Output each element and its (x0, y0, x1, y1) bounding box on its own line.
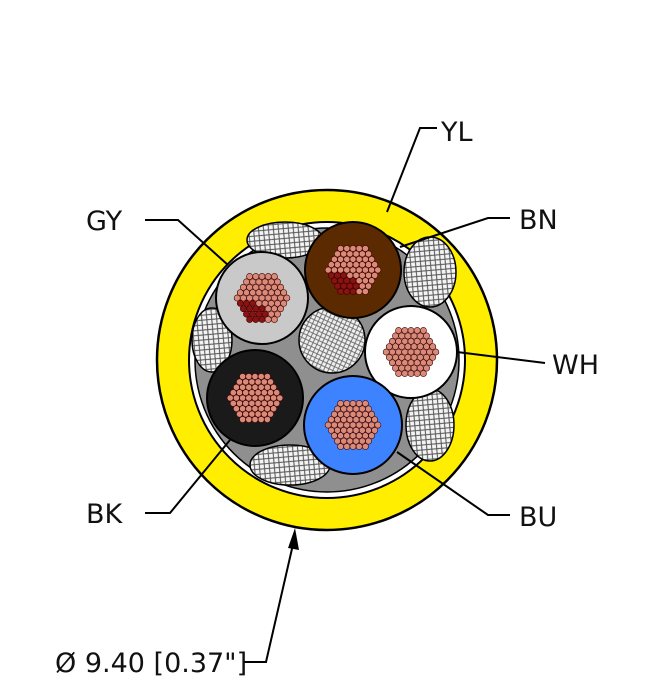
strand-wire (280, 299, 288, 307)
leader-bk (145, 439, 231, 514)
strand-wire (280, 289, 288, 296)
strand-wire (277, 283, 284, 291)
strand-wire (361, 288, 369, 295)
strand-wire (426, 337, 433, 345)
strand-wire (371, 271, 379, 279)
strand-wire (270, 383, 277, 391)
strand-wire (349, 443, 357, 450)
label-diameter: Ø 9.40 [0.37"] (55, 648, 247, 679)
filler-elements (191, 221, 457, 486)
label-bn: BN (519, 205, 558, 236)
strand-wire (361, 443, 369, 450)
strand-wire (274, 278, 281, 286)
strand-wire (251, 416, 259, 423)
strand-wire (426, 359, 433, 367)
strand-wire (263, 373, 271, 380)
strand-wire (371, 261, 379, 268)
leader-bn (399, 217, 510, 248)
strand-wire (368, 432, 375, 440)
strand-wire (371, 426, 379, 434)
strand-wire (264, 316, 272, 323)
strand-wire (343, 288, 351, 295)
leader-yl (386, 127, 437, 213)
strand-wire (419, 327, 427, 334)
strand-wire (270, 405, 277, 413)
strand-wire (371, 416, 379, 423)
strand-wire (423, 364, 430, 372)
strand-wire (432, 348, 440, 356)
strand-wire (368, 277, 375, 285)
conductor-strands (226, 245, 440, 450)
strand-wire (413, 370, 421, 377)
strand-wire (361, 400, 369, 407)
strand-wire (239, 416, 246, 423)
strand-wire (274, 310, 281, 318)
strand-wire (374, 421, 382, 429)
strand-wire (270, 273, 278, 280)
strand-wire (258, 316, 266, 323)
leader-diameter (243, 539, 295, 663)
label-yl: YL (440, 117, 473, 148)
strand-wire (246, 316, 253, 323)
strand-wire (245, 416, 253, 423)
strand-wire (252, 316, 260, 323)
strand-wire (407, 370, 415, 377)
strand-wire (368, 410, 375, 418)
strand-wire (355, 288, 363, 295)
strand-wire (423, 332, 430, 340)
leader-wh (456, 351, 546, 364)
strand-wire (349, 288, 357, 295)
strand-wire (273, 389, 281, 396)
label-bk: BK (86, 499, 124, 530)
strand-wire (368, 255, 375, 263)
strand-wire (343, 443, 351, 450)
strand-wire (355, 443, 363, 450)
strand-wire (267, 378, 274, 386)
label-wh: WH (552, 350, 599, 381)
strand-wire (337, 443, 344, 450)
strand-wire (365, 437, 372, 445)
leader-lines (145, 127, 546, 663)
strand-wire (267, 410, 274, 418)
strand-wire (365, 250, 372, 258)
strand-wire (270, 316, 278, 323)
leader-gy (145, 219, 229, 266)
cable-cross-section-icon (155, 188, 499, 532)
strand-wire (276, 394, 284, 402)
strand-wire (283, 294, 291, 302)
strand-wire (429, 353, 437, 361)
strand-wire (337, 288, 344, 295)
strand-wire (263, 416, 271, 423)
leader-bu (396, 451, 510, 516)
strand-wire (257, 416, 265, 423)
strand-wire (365, 405, 372, 413)
strand-wire (395, 370, 402, 377)
label-bu: BU (519, 502, 557, 533)
strand-wire (374, 266, 382, 274)
diameter-arrowhead (288, 528, 299, 550)
strand-wire (361, 245, 369, 252)
strand-wire (401, 370, 409, 377)
strand-wire (277, 305, 284, 313)
strand-wire (365, 282, 372, 290)
strand-wire (273, 399, 281, 407)
strand-wire (429, 343, 437, 350)
strand-wire (419, 370, 427, 377)
label-gy: GY (86, 206, 123, 237)
